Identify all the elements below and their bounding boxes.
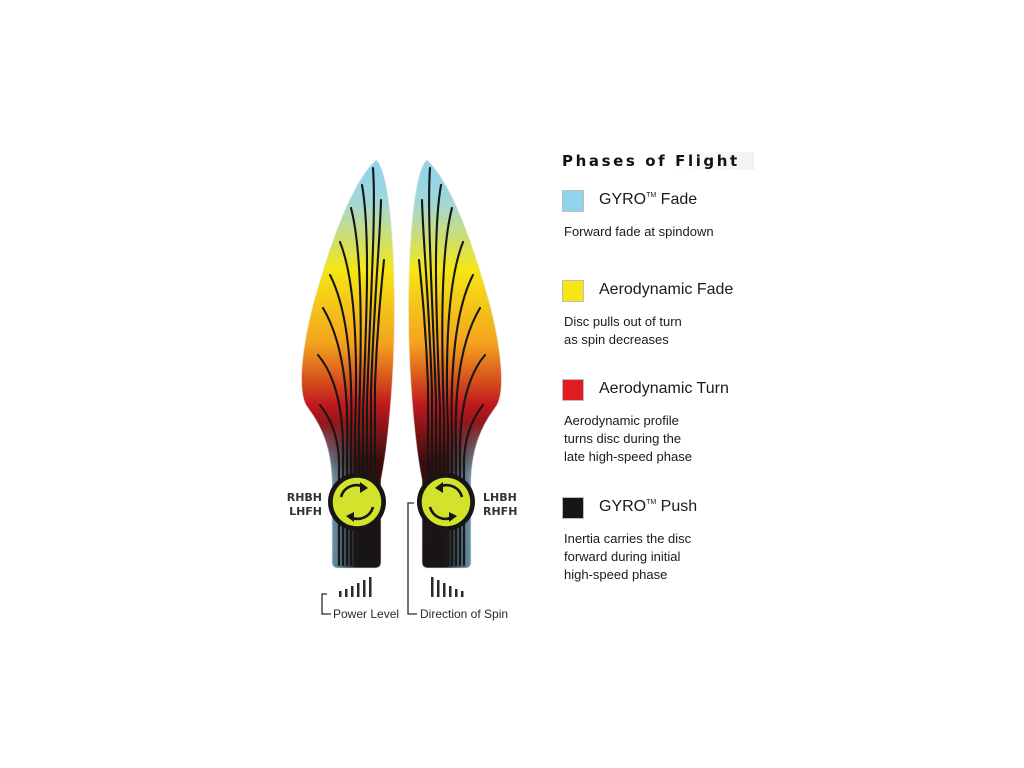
gyro-fade-name: GYROTM Fade — [599, 191, 698, 208]
legend-title: Phases of Flight — [562, 152, 754, 170]
aerodynamic-fade-description: Disc pulls out of turn as spin decreases — [564, 314, 682, 347]
direction-of-spin-icon — [431, 577, 464, 597]
gyro-push-description: Inertia carries the disc forward during … — [564, 531, 692, 582]
left-throw-label-2: LHFH — [289, 505, 322, 518]
right-throw-label-2: RHFH — [483, 505, 517, 518]
left-spin-disc — [328, 473, 386, 531]
right-throw-label-1: LHBH — [483, 491, 517, 504]
power-level-label: Power Level — [333, 607, 399, 621]
aerodynamic-fade-swatch — [562, 280, 584, 302]
gyro-fade-swatch — [562, 190, 584, 212]
power-level-bracket — [321, 593, 331, 615]
gyro-push-name: GYROTM Push — [599, 498, 698, 515]
aerodynamic-turn-description: Aerodynamic profile turns disc during th… — [564, 413, 692, 464]
power-level-icon — [339, 577, 372, 597]
gyro-push-swatch — [562, 497, 584, 519]
left-throw-label-1: RHBH — [287, 491, 322, 504]
left-trajectory-lines — [316, 166, 386, 567]
gyro-fade-description: Forward fade at spindown — [564, 224, 714, 239]
direction-of-spin-bracket — [407, 502, 417, 615]
right-trajectory-lines — [417, 166, 487, 567]
right-spin-disc — [417, 473, 475, 531]
direction-of-spin-label: Direction of Spin — [420, 607, 508, 621]
aerodynamic-fade-name: Aerodynamic Fade — [599, 281, 734, 298]
aerodynamic-turn-name: Aerodynamic Turn — [599, 380, 729, 397]
aerodynamic-turn-swatch — [562, 379, 584, 401]
